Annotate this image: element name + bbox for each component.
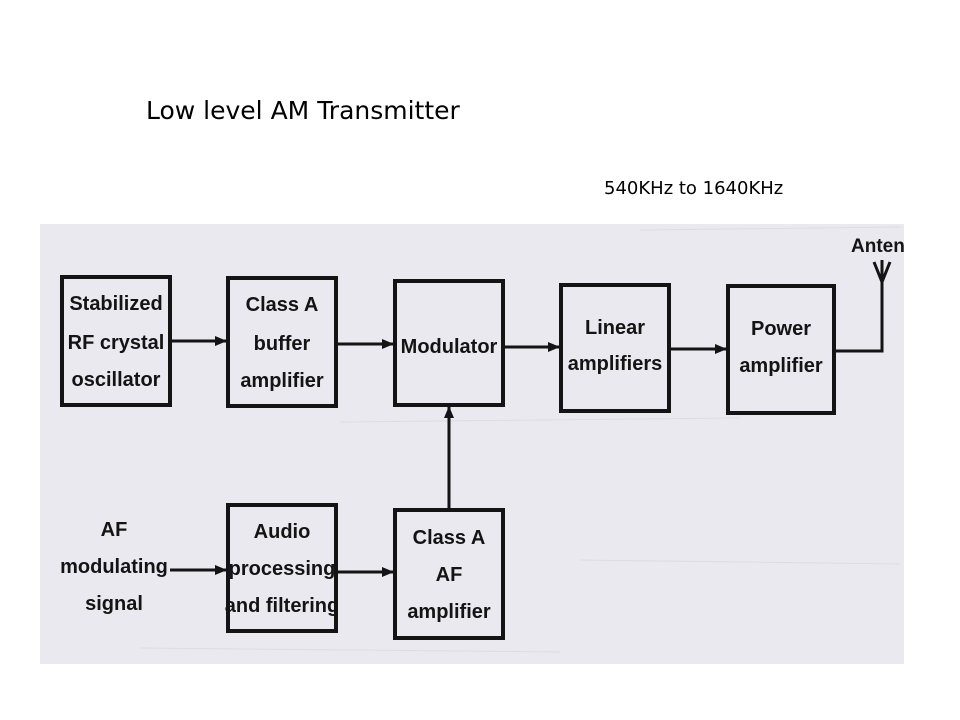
slide-title: Low level AM Transmitter (146, 96, 460, 125)
oscillator-line-3: oscillator (72, 369, 161, 391)
audio-line-3: and filtering (225, 595, 339, 617)
audio-line-1: Audio (254, 521, 311, 543)
af-amp-line-1: Class A (413, 527, 486, 549)
block-modulator: Modulator (393, 279, 505, 407)
oscillator-line-2: RF crystal (68, 332, 165, 354)
signal-arrows (170, 260, 884, 577)
input-line-3: signal (85, 593, 143, 615)
power-line-2: amplifier (739, 355, 823, 377)
input-line-1: AF (101, 519, 128, 541)
linear-line-2: amplifiers (568, 353, 662, 375)
input-line-2: modulating (60, 556, 168, 578)
block-class-a-buffer-amplifier: Class A buffer amplifier (226, 276, 338, 408)
modulator-label: Modulator (401, 336, 498, 358)
af-amp-line-3: amplifier (407, 601, 491, 623)
buffer-line-1: Class A (246, 294, 319, 316)
antenna-label: Antenna (851, 236, 904, 257)
block-stabilized-rf-crystal-oscillator: Stabilized RF crystal oscillator (60, 275, 172, 407)
block-linear-amplifiers: Linear amplifiers (559, 283, 671, 413)
buffer-line-3: amplifier (240, 370, 324, 392)
af-modulating-signal-label: AF modulating signal (60, 519, 168, 615)
antenna-icon (872, 261, 892, 283)
line-power-to-antenna (834, 260, 884, 353)
linear-line-1: Linear (585, 317, 645, 339)
block-diagram: Stabilized RF crystal oscillator Class A… (40, 224, 904, 664)
frequency-range-label: 540KHz to 1640KHz (604, 178, 784, 199)
block-audio-processing-filtering: Audio processing and filtering (225, 503, 339, 633)
power-line-1: Power (751, 318, 811, 340)
scan-noise (139, 226, 901, 653)
af-amp-line-2: AF (436, 564, 463, 586)
oscillator-line-1: Stabilized (69, 293, 162, 315)
block-class-a-af-amplifier: Class A AF amplifier (393, 508, 505, 640)
audio-line-2: processing (229, 558, 336, 580)
buffer-line-2: buffer (254, 333, 311, 355)
block-power-amplifier: Power amplifier (726, 284, 836, 415)
